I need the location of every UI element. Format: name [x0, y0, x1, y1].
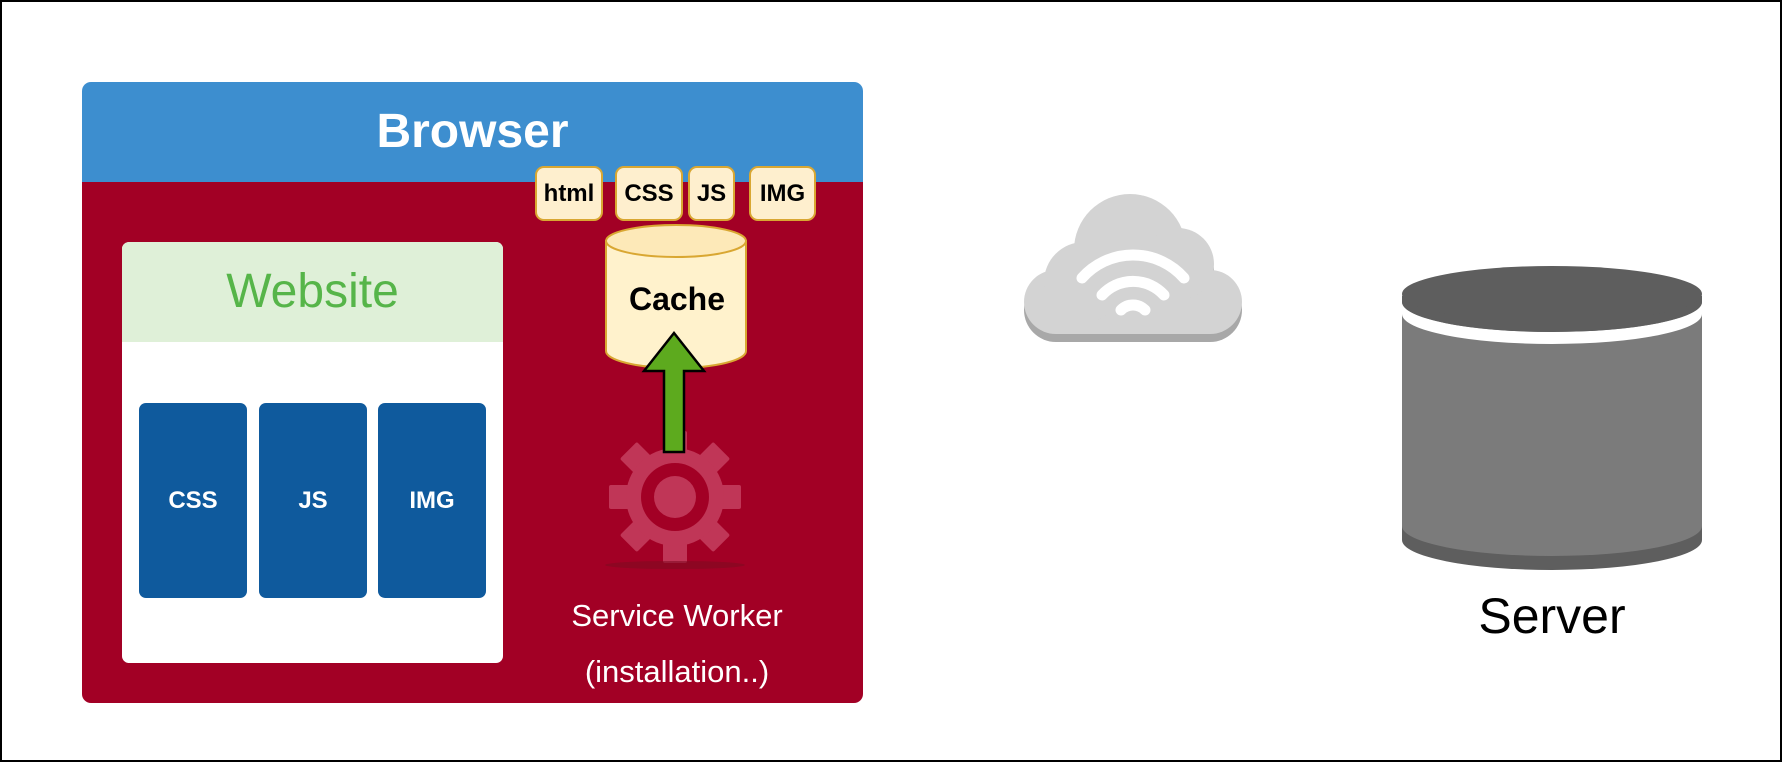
server-label: Server: [1478, 588, 1626, 644]
cache-label: Cache: [628, 281, 726, 317]
cache-file-img: IMG: [749, 166, 816, 221]
website-title: Website: [122, 242, 503, 342]
cache-file-js: JS: [688, 166, 735, 221]
website-asset-css: CSS: [139, 403, 247, 598]
arrow-up-icon: [641, 330, 707, 454]
browser-header: [82, 82, 863, 182]
service-worker-label: Service Worker: [571, 598, 783, 633]
service-worker-status: (installation..): [584, 654, 770, 689]
browser-title: Browser: [376, 105, 569, 158]
website-asset-js: JS: [259, 403, 367, 598]
wifi-cloud-icon: [1024, 194, 1242, 342]
website-panel: Website CSS JS IMG: [122, 242, 503, 663]
website-asset-img: IMG: [378, 403, 486, 598]
cache-file-html: html: [535, 166, 603, 221]
server-database-icon: [1402, 266, 1702, 570]
cache-file-css: CSS: [615, 166, 683, 221]
cache-database-icon: [605, 224, 747, 369]
gear-icon: [605, 431, 745, 569]
